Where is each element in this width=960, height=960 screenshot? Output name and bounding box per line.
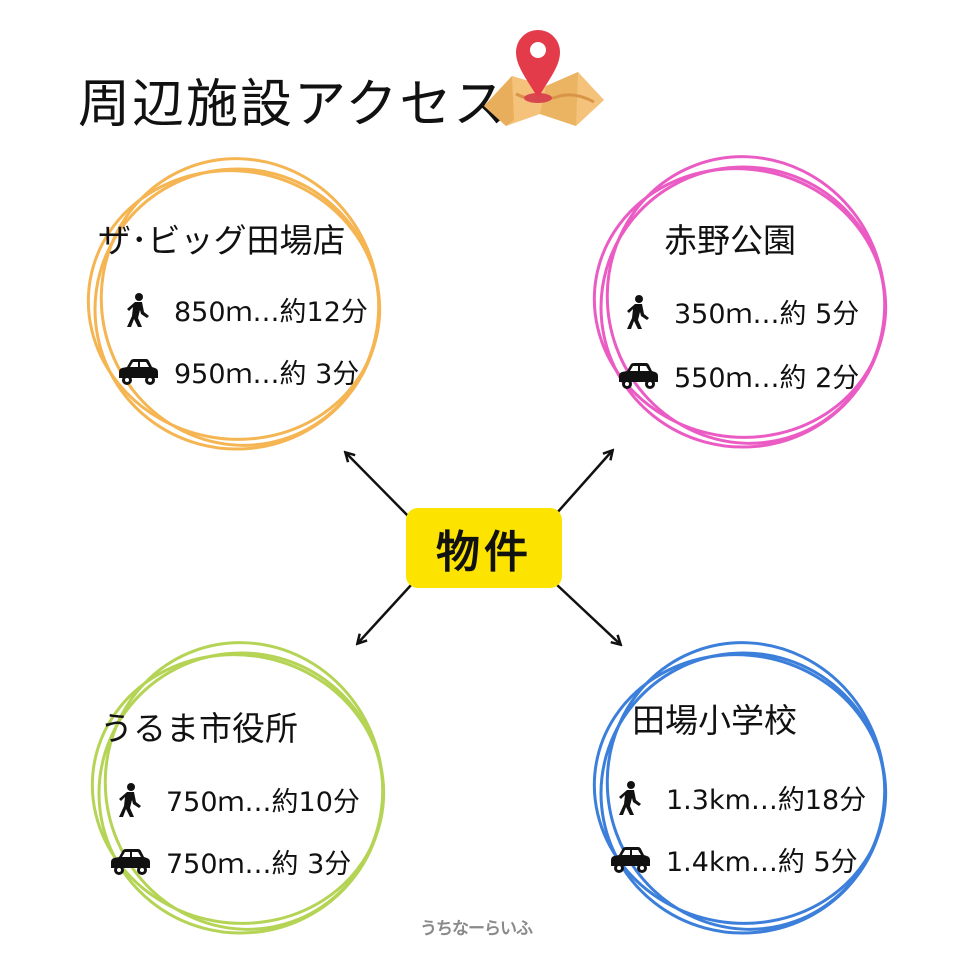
facility-card: 田場小学校 1.3km…約18分 1.4km…約 5分 — [588, 636, 888, 936]
site-watermark: うちなーらいふ — [420, 919, 533, 939]
walking-person-icon — [627, 294, 649, 329]
arrow-to-top-right — [555, 451, 612, 515]
car-icon — [111, 848, 150, 875]
walk-distance: 850ｍ…約12分 — [174, 297, 368, 328]
facility-card: うるま市役所 750ｍ…約10分 750ｍ…約 3分 — [86, 636, 386, 936]
facility-circle-orange — [86, 157, 382, 451]
page-title: 周辺施設アクセス — [78, 75, 508, 135]
car-icon — [611, 846, 650, 873]
walking-person-icon — [119, 782, 141, 817]
walking-person-icon — [619, 780, 641, 815]
walking-person-icon — [127, 292, 149, 327]
facility-card: 赤野公園 350ｍ…約 5分 550ｍ…約 2分 — [588, 150, 888, 450]
facility-circle-blue — [592, 641, 888, 935]
facility-name: うるま市役所 — [100, 709, 298, 748]
facility-name: 赤野公園 — [664, 221, 796, 260]
walk-distance: 750ｍ…約10分 — [166, 787, 360, 818]
walk-distance: 350ｍ…約 5分 — [674, 299, 860, 330]
car-distance: 750ｍ…約 3分 — [166, 849, 352, 880]
property-label-box: 物件 — [406, 508, 562, 588]
arrow-to-bottom-left — [358, 583, 413, 643]
facility-card: ザ･ビッグ田場店 850ｍ…約12分 950ｍ…約 3分 — [82, 152, 382, 452]
facility-name: ザ･ビッグ田場店 — [98, 221, 346, 260]
map-pin-icon — [484, 30, 604, 126]
car-icon — [119, 358, 158, 385]
car-distance: 550ｍ…約 2分 — [674, 363, 860, 394]
facility-circle-pink — [592, 155, 888, 449]
walk-distance: 1.3km…約18分 — [666, 785, 867, 816]
car-distance: 1.4km…約 5分 — [666, 847, 858, 878]
arrow-to-bottom-right — [555, 583, 620, 644]
car-distance: 950ｍ…約 3分 — [174, 359, 360, 390]
property-label: 物件 — [436, 527, 532, 578]
arrow-to-top-left — [346, 453, 415, 523]
car-icon — [619, 362, 658, 389]
facility-name: 田場小学校 — [632, 701, 797, 740]
facility-circle-green — [90, 641, 386, 935]
